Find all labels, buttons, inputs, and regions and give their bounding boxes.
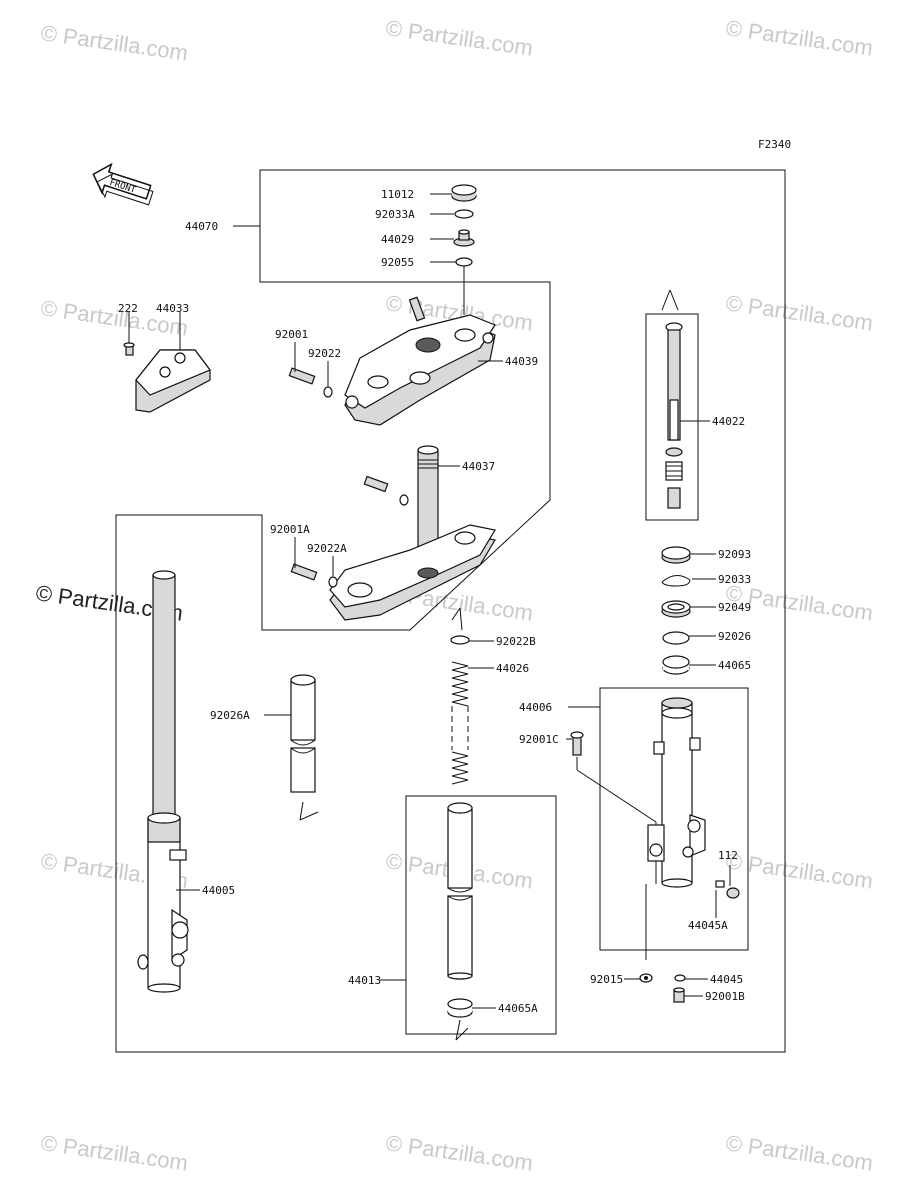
label-92093: 92093: [718, 548, 751, 561]
group-frame-44013: [405, 795, 557, 1035]
label-92001B: 92001B: [705, 990, 745, 1003]
label-44033: 44033: [156, 302, 189, 315]
label-44037: 44037: [462, 460, 495, 473]
figure-code: F2340: [758, 138, 791, 151]
watermark: © Partzilla.com: [39, 20, 189, 65]
label-92001: 92001: [275, 328, 308, 341]
label-222: 222: [118, 302, 138, 315]
bracket-44033: [135, 349, 211, 413]
damper-rod-44022: [665, 322, 683, 509]
label-92001C: 92001C: [519, 733, 559, 746]
label-92022A: 92022A: [307, 542, 347, 555]
label-92055: 92055: [381, 256, 414, 269]
label-92033: 92033: [718, 573, 751, 586]
bolt-44037-top: [363, 475, 389, 493]
cap-11012: [451, 184, 477, 202]
label-44045: 44045: [710, 973, 743, 986]
label-44013: 44013: [348, 974, 381, 987]
label-44006: 44006: [519, 701, 552, 714]
label-44070: 44070: [185, 220, 218, 233]
label-44022: 44022: [712, 415, 745, 428]
bolt-112: [715, 880, 740, 899]
spacer-92026A: [290, 674, 319, 821]
washer-44045: [674, 974, 686, 982]
label-112: 112: [718, 849, 738, 862]
label-92022: 92022: [308, 347, 341, 360]
label-92033A: 92033A: [375, 208, 415, 221]
bolt-92001A: [290, 563, 318, 581]
watermark: © Partzilla.com: [724, 848, 874, 893]
bushing-44065: [662, 655, 690, 675]
outer-tube-44006: [653, 697, 706, 888]
inner-tube-44013: [447, 802, 473, 980]
nut-92022: [323, 386, 333, 398]
clip-92033: [661, 575, 691, 587]
label-92026: 92026: [718, 630, 751, 643]
bolt-92001C: [570, 731, 584, 756]
label-44065A: 44065A: [498, 1002, 538, 1015]
seal-92049: [661, 600, 691, 618]
label-11012: 11012: [381, 188, 414, 201]
oring-92033A: [454, 209, 474, 219]
label-92049: 92049: [718, 601, 751, 614]
washer-92026: [662, 631, 690, 645]
watermark: © Partzilla.com: [724, 15, 874, 60]
label-92022B: 92022B: [496, 635, 536, 648]
watermark: © Partzilla.com: [384, 15, 534, 60]
fork-44005: [137, 570, 189, 993]
seal-92093: [661, 546, 691, 564]
lower-bracket-44037: [329, 524, 496, 621]
nut-44029: [453, 229, 475, 247]
watermark: © Partzilla.com: [39, 1130, 189, 1175]
label-44039: 44039: [505, 355, 538, 368]
gasket-92015: [639, 973, 653, 983]
bushing-44065A: [447, 998, 473, 1018]
nut-44037: [399, 494, 409, 506]
bolt-92001: [288, 367, 316, 385]
label-44045A: 44045A: [688, 919, 728, 932]
bolt-top: [408, 296, 426, 322]
watermark: © Partzilla.com: [384, 1130, 534, 1175]
upper-bracket-44039: [344, 314, 496, 426]
bolt-92001B: [673, 987, 685, 1003]
watermark: © Partzilla.com: [724, 290, 874, 335]
label-44029: 44029: [381, 233, 414, 246]
nut-92022A: [328, 576, 338, 588]
label-44005: 44005: [202, 884, 235, 897]
group-frame-44022: [645, 313, 699, 521]
spring-44026: [451, 661, 469, 785]
washer-92022B: [450, 635, 470, 645]
labels: 11012 92033A 44029 92055 44070 222 44033…: [118, 188, 751, 1015]
label-92026A: 92026A: [210, 709, 250, 722]
label-44026: 44026: [496, 662, 529, 675]
group-frame-44006: [599, 687, 749, 951]
group-frame-44070: [115, 169, 786, 1053]
screw-222: [123, 342, 135, 356]
front-arrow-icon: FRONT: [92, 162, 154, 206]
label-92001A: 92001A: [270, 523, 310, 536]
watermark: © Partzilla.com: [724, 1130, 874, 1175]
label-44065: 44065: [718, 659, 751, 672]
ring-92055: [455, 257, 473, 267]
label-92015: 92015: [590, 973, 623, 986]
